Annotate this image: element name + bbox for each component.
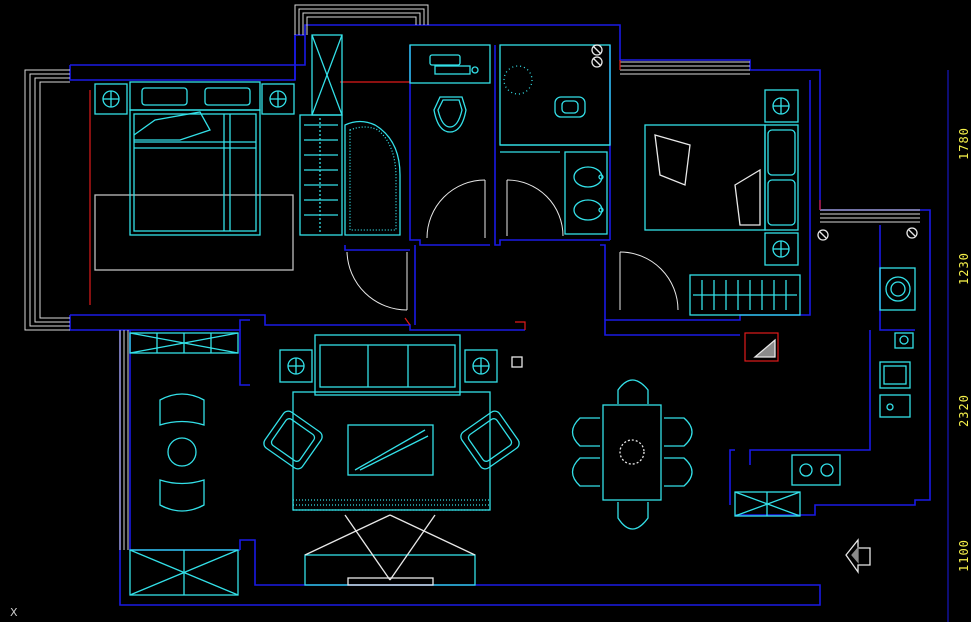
right-bedroom bbox=[644, 89, 801, 316]
left-bedroom bbox=[94, 81, 295, 271]
dimension-label: 1780 bbox=[957, 127, 971, 160]
kitchen bbox=[734, 267, 916, 517]
bathroom bbox=[409, 44, 611, 235]
dimension-label: 2320 bbox=[957, 394, 971, 427]
windows bbox=[24, 4, 920, 550]
living-room bbox=[263, 334, 523, 586]
accent-lines bbox=[89, 60, 821, 362]
dimension-label: 1230 bbox=[957, 252, 971, 285]
doors bbox=[346, 179, 679, 311]
walls bbox=[69, 24, 931, 606]
dining-set bbox=[571, 379, 693, 530]
corner-mark: X bbox=[10, 606, 18, 619]
dimension-label: 1100 bbox=[957, 539, 971, 572]
balcony bbox=[129, 332, 239, 596]
misc-symbols bbox=[753, 227, 918, 575]
wardrobe bbox=[299, 34, 401, 236]
